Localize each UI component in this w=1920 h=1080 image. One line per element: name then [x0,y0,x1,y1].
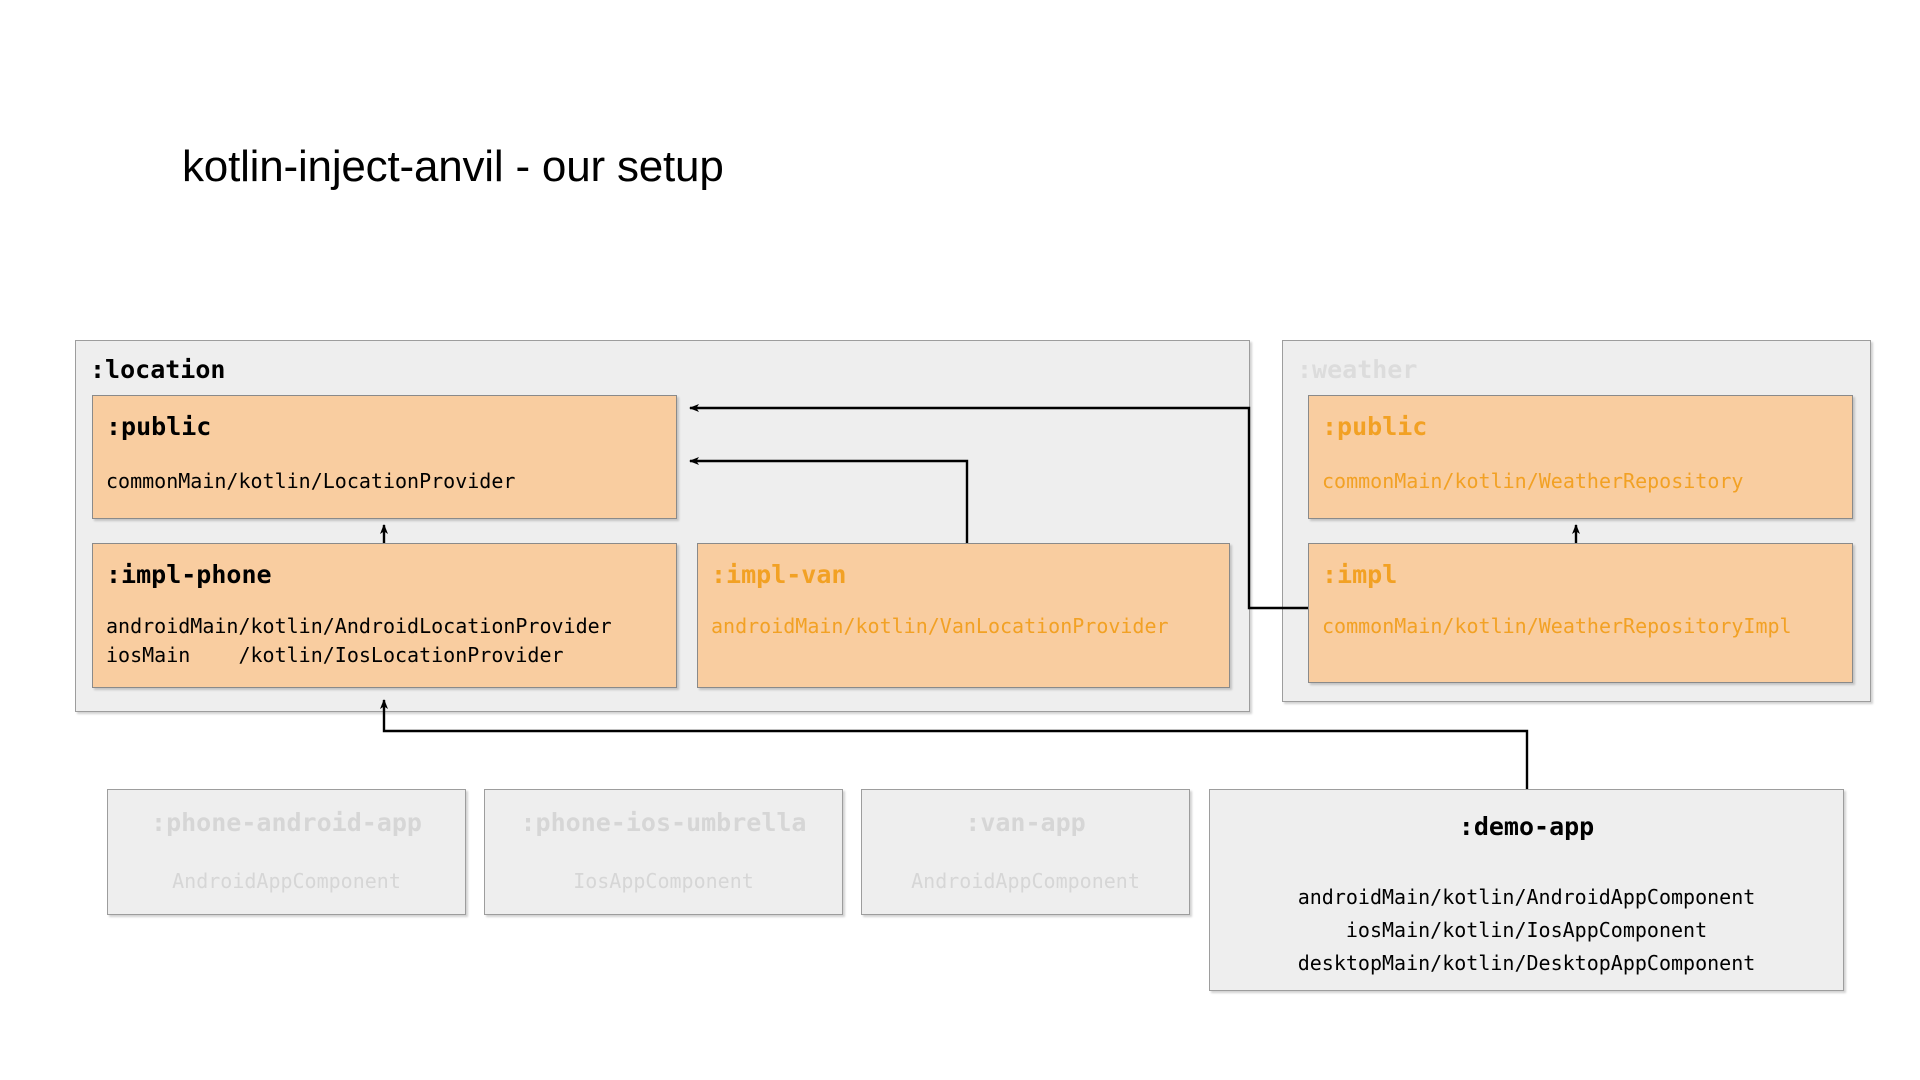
app-van-app-sources: AndroidAppComponent [911,869,1140,893]
module-location-impl-van-label: :impl-van [711,560,847,589]
app-van-app-label: :van-app [965,808,1086,837]
module-weather-public[interactable]: :public commonMain/kotlin/WeatherReposit… [1308,395,1853,519]
app-phone-ios-umbrella[interactable]: :phone-ios-umbrella IosAppComponent [484,789,843,915]
module-location-impl-phone[interactable]: :impl-phone androidMain/kotlin/AndroidLo… [92,543,677,688]
app-demo-app-label: :demo-app [1458,812,1595,841]
module-location-impl-phone-source-2: iosMain /kotlin/IosLocationProvider [106,643,564,667]
app-demo-app-source-1: androidMain/kotlin/AndroidAppComponent [1297,885,1756,909]
app-phone-ios-umbrella-label: :phone-ios-umbrella [520,808,807,837]
group-weather-label: :weather [1297,355,1418,384]
group-location-label: :location [90,355,226,384]
module-location-public-sources: commonMain/kotlin/LocationProvider [106,469,516,493]
module-location-impl-phone-source-1: androidMain/kotlin/AndroidLocationProvid… [106,614,612,638]
module-location-impl-van[interactable]: :impl-van androidMain/kotlin/VanLocation… [697,543,1230,688]
app-van-app[interactable]: :van-app AndroidAppComponent [861,789,1190,915]
app-phone-android-app-sources: AndroidAppComponent [172,869,401,893]
module-location-impl-phone-label: :impl-phone [106,560,272,589]
app-phone-android-app-label: :phone-android-app [151,808,422,837]
app-demo-app[interactable]: :demo-app androidMain/kotlin/AndroidAppC… [1209,789,1844,991]
module-weather-public-label: :public [1322,412,1428,441]
module-weather-impl-label: :impl [1322,560,1398,589]
page-title: kotlin-inject-anvil - our setup [182,142,724,191]
app-demo-app-source-3: desktopMain/kotlin/DesktopAppComponent [1297,951,1756,975]
app-phone-ios-umbrella-sources: IosAppComponent [573,869,754,893]
module-weather-public-sources: commonMain/kotlin/WeatherRepository [1322,469,1744,493]
connector-demo-app-to-impl-phone [380,699,1529,789]
module-location-public-label: :public [106,412,212,441]
module-location-impl-van-sources: androidMain/kotlin/VanLocationProvider [711,614,1169,638]
module-weather-impl-sources: commonMain/kotlin/WeatherRepositoryImpl [1322,614,1792,638]
app-phone-android-app[interactable]: :phone-android-app AndroidAppComponent [107,789,466,915]
module-location-public[interactable]: :public commonMain/kotlin/LocationProvid… [92,395,677,519]
module-weather-impl[interactable]: :impl commonMain/kotlin/WeatherRepositor… [1308,543,1853,683]
app-demo-app-source-2: iosMain/kotlin/IosAppComponent [1345,918,1708,942]
